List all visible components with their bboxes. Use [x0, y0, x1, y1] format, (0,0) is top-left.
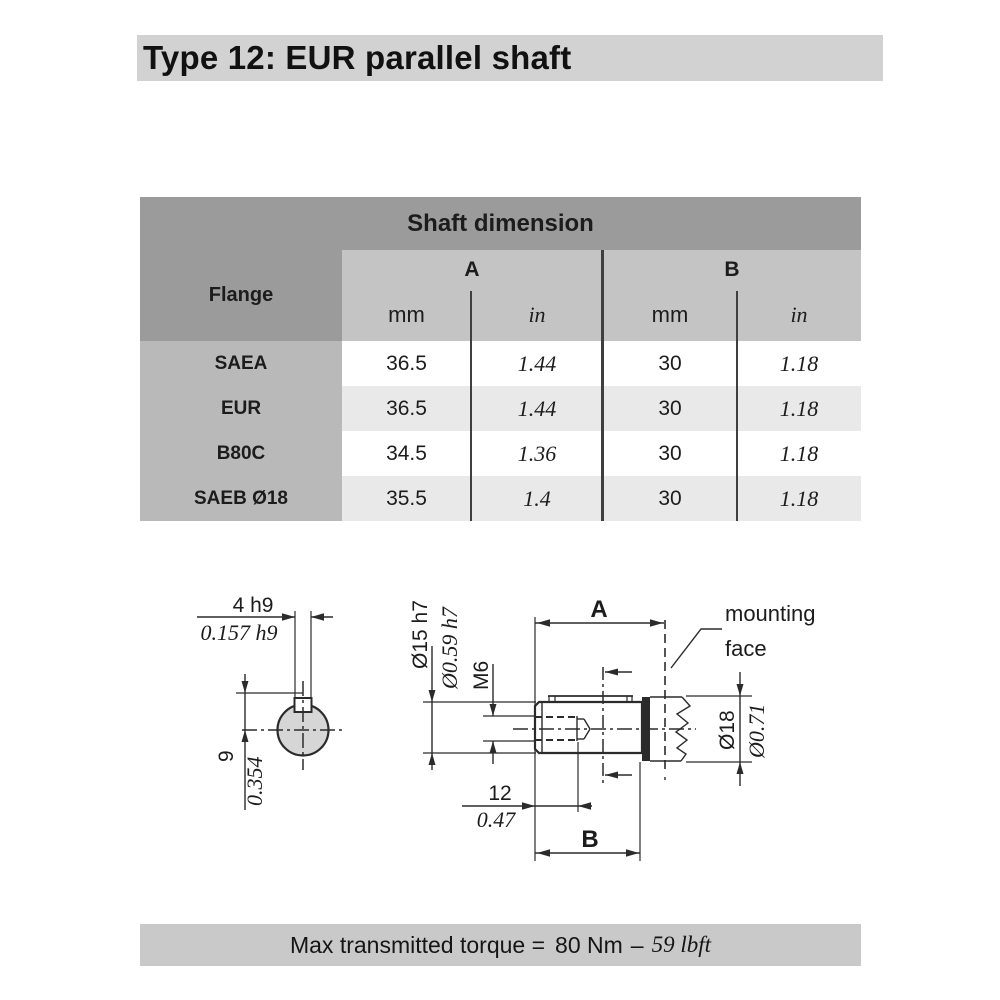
value-cell-b-in: 1.18: [737, 431, 861, 476]
dim-shaft-dia-mm: Ø15 h7: [409, 600, 432, 669]
flange-cell: SAEA: [140, 341, 342, 386]
flange-cell: EUR: [140, 386, 342, 431]
mounting-face-label-line2: face: [725, 636, 767, 661]
table-title: Shaft dimension: [407, 209, 594, 237]
unit-header-mm-a: mm: [388, 302, 425, 327]
column-group-b: B: [724, 258, 740, 281]
flange-column-header: Flange: [208, 284, 274, 306]
thread-label: M6: [470, 661, 493, 690]
table-row: SAEA 36.5 1.44 30 1.18: [140, 341, 861, 386]
dim-thread-depth-mm: 12: [488, 782, 511, 805]
value-cell-a-mm: 35.5: [342, 476, 471, 521]
mounting-face-label-line1: mounting: [725, 601, 816, 626]
dim-thread-depth-in: 0.47: [477, 807, 517, 832]
dim-pilot-dia-mm: Ø18: [716, 710, 739, 750]
dim-key-width-in: 0.157 h9: [201, 620, 278, 645]
value-cell-b-in: 1.18: [737, 476, 861, 521]
unit-header-in-b: in: [790, 302, 808, 327]
value-cell-b-mm: 30: [603, 341, 737, 386]
flange-cell: SAEB Ø18: [140, 476, 342, 521]
mounting-face-leader: [670, 628, 722, 669]
table-row: EUR 36.5 1.44 30 1.18: [140, 386, 861, 431]
unit-header-mm-b: mm: [651, 302, 689, 327]
footer-bar: Max transmitted torque = 80 Nm – 59 lbft: [140, 924, 861, 966]
value-cell-b-in: 1.18: [737, 341, 861, 386]
dim-a-label: A: [590, 596, 607, 623]
torque-imperial-value: 59 lbft: [651, 932, 711, 957]
divider-mm-in-b: [736, 291, 738, 521]
break-line: [674, 696, 692, 762]
dim-b-label: B: [581, 826, 598, 853]
shaft-section-circle: [276, 703, 330, 757]
dim-pilot-dia-in: Ø0.71: [744, 704, 769, 759]
value-cell-b-mm: 30: [603, 386, 737, 431]
value-cell-b-mm: 30: [603, 476, 737, 521]
flange-cell: B80C: [140, 431, 342, 476]
dim-shaft-dia-in: Ø0.59 h7: [437, 606, 462, 690]
value-cell-a-mm: 36.5: [342, 386, 471, 431]
value-cell-a-mm: 34.5: [342, 431, 471, 476]
keyway-rect: [293, 697, 313, 713]
dim-key-depth-in: 0.354: [242, 757, 267, 807]
table-row: SAEB Ø18 35.5 1.4 30 1.18: [140, 476, 861, 521]
table-row: B80C 34.5 1.36 30 1.18: [140, 431, 861, 476]
divider-a-b: [601, 250, 604, 521]
torque-metric-value: 80 Nm: [555, 931, 623, 958]
value-cell-a-in: 1.44: [471, 386, 603, 431]
torque-label: Max transmitted torque =: [289, 931, 546, 958]
torque-dash: –: [630, 931, 644, 958]
page-title: Type 12: EUR parallel shaft: [143, 39, 572, 76]
value-cell-a-in: 1.36: [471, 431, 603, 476]
divider-mm-in-a: [470, 291, 472, 521]
shaft-body: [533, 700, 644, 755]
value-cell-a-in: 1.44: [471, 341, 603, 386]
key-cross-section-drawing: 4 h9 0.157 h9 9 0.354: [197, 594, 345, 810]
title-bar: Type 12: EUR parallel shaft: [137, 35, 883, 81]
column-group-a: A: [464, 258, 480, 281]
shoulder-face: [642, 697, 650, 761]
shaft-side-drawing: mounting face A Ø15 h7 Ø0.59 h7 M6 12 0.…: [409, 596, 816, 861]
value-cell-a-in: 1.4: [471, 476, 603, 521]
value-cell-a-mm: 36.5: [342, 341, 471, 386]
value-cell-b-in: 1.18: [737, 386, 861, 431]
value-cell-b-mm: 30: [603, 431, 737, 476]
dim-key-depth-mm: 9: [215, 750, 238, 762]
dim-key-width-mm: 4 h9: [233, 594, 274, 617]
shaft-dimension-table: Shaft dimension Flange A B mm in mm in S…: [140, 197, 861, 521]
unit-header-in-a: in: [528, 302, 546, 327]
